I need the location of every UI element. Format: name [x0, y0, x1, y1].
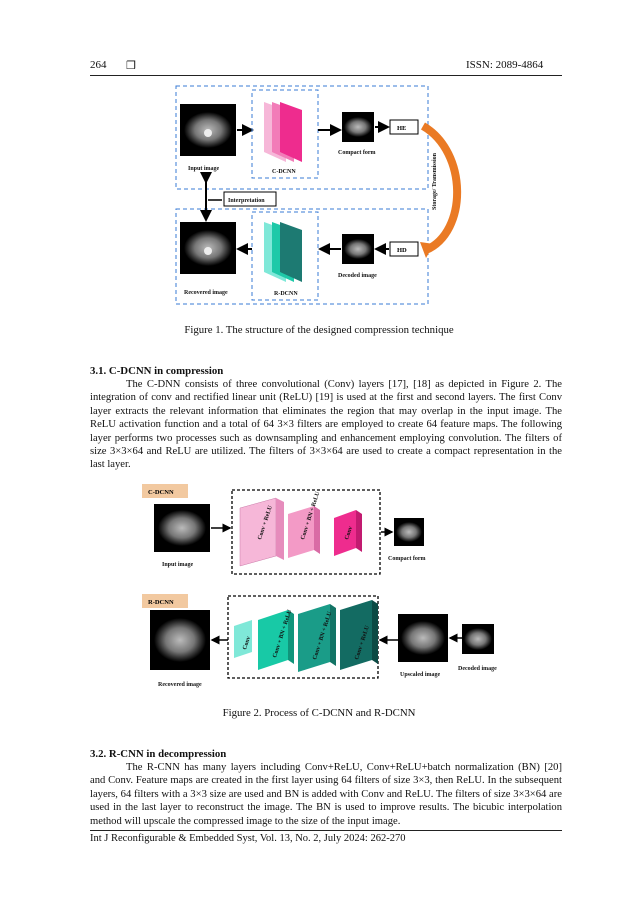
interpretation-box [223, 191, 277, 207]
figure-1-caption: Figure 1. The structure of the designed … [184, 324, 454, 336]
cdcnn-label: C-DCNN [272, 169, 296, 175]
header-rule [90, 75, 562, 76]
section-3-2-heading: 3.2. R-CNN in decompression [90, 748, 227, 760]
section-3-1-heading: 3.1. C-DCNN in compression [90, 365, 224, 377]
figure-1: Input image C-DCNN Compact form HE Stora… [175, 85, 462, 305]
footer-rule [90, 830, 562, 831]
figure-2-caption: Figure 2. Process of C-DCNN and R-DCNN [222, 707, 416, 719]
cdcnn-tag [142, 484, 188, 498]
page-number: 264 [90, 59, 107, 71]
section-3-2-paragraph: The R-CNN has many layers including Conv… [90, 762, 562, 827]
decoded-image-label: Decoded image [338, 273, 377, 279]
he-label: HE [397, 125, 406, 132]
input-image-label: Input image [188, 166, 220, 172]
storage-arrow [420, 122, 462, 254]
decoder-region [175, 208, 429, 305]
fig2-decoded-label: Decoded image [458, 666, 497, 672]
svg-text:R-DCNN: R-DCNN [148, 599, 174, 606]
fig2-upscaled-label: Upscaled image [400, 672, 441, 678]
rdcnn-label: R-DCNN [274, 291, 298, 297]
fig2-compact-label: Compact form [388, 556, 426, 562]
compact-form-label: Compact form [338, 150, 376, 156]
recovered-image-label: Recovered image [184, 290, 228, 296]
footer-citation: Int J Reconfigurable & Embedded Syst, Vo… [90, 833, 406, 844]
encoder-region [175, 85, 429, 190]
cdcnn-block-3-label: Conv [344, 526, 354, 541]
he-box [389, 119, 419, 135]
storage-label: Storage/ Transmission [432, 152, 438, 210]
issn: ISSN: 2089-4864 [466, 59, 544, 71]
rdcnn-block-1-label: Conv [242, 636, 252, 651]
svg-text:C-DCNN: C-DCNN [148, 489, 174, 496]
hd-box [389, 241, 419, 257]
rdcnn-tag [142, 594, 188, 608]
header-box-icon: ❒ [126, 60, 136, 72]
section-3-1-paragraph: The C-DNN consists of three convolutiona… [90, 379, 562, 471]
interpretation-label: Interpretation [228, 198, 265, 204]
cdcnn-conv-box [231, 489, 381, 575]
fig2-recovered-label: Recovered image [158, 682, 202, 688]
figure-2: C-DCNN Input image Conv + ReLU Conv + BN… [142, 484, 497, 688]
fig2-input-label: Input image [162, 562, 194, 568]
hd-label: HD [397, 247, 407, 254]
